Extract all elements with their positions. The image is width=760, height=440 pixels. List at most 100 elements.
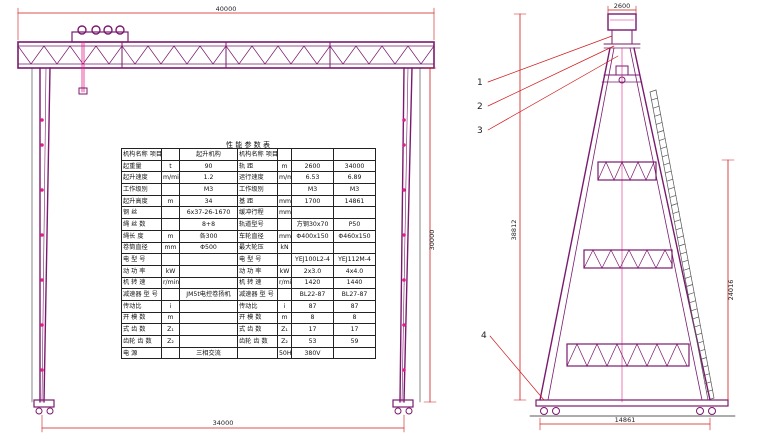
spec-table-title: 性 能 参 数 表 <box>226 141 270 149</box>
spec-cell: 87 <box>333 299 376 313</box>
spec-cell: 1.2 <box>179 171 238 185</box>
spec-row: 电 源三相交流50Hz380V <box>121 346 376 360</box>
spec-row: 机构名称 项目起升机构机构名称 项目 <box>121 148 376 161</box>
spec-cell <box>179 253 238 266</box>
callout-1: 1 <box>477 78 483 88</box>
spec-cell <box>179 299 238 313</box>
a-frame <box>539 47 711 403</box>
spec-cell: 6x37-26-1670 <box>179 206 238 220</box>
bracing-2 <box>583 249 673 269</box>
spec-cell <box>179 323 238 336</box>
spec-cell: mm <box>161 241 180 255</box>
spec-cell: r/min <box>161 276 180 290</box>
hoist-trolley <box>71 25 129 95</box>
spec-cell: 轨道型号 <box>237 218 278 231</box>
bracing-3 <box>566 343 690 367</box>
spec-cell: 式 齿 数 <box>121 323 162 336</box>
spec-cell: t <box>161 159 180 173</box>
bottom-span-label: 34000 <box>213 419 234 427</box>
spec-cell <box>161 218 180 231</box>
spec-cell: 2x3.0 <box>291 264 334 278</box>
spec-cell: BL27-87 <box>333 288 376 301</box>
spec-cell <box>237 346 278 360</box>
side-total-height-label: 38812 <box>510 220 518 241</box>
top-span-label: 40000 <box>216 5 237 13</box>
spec-cell: 最大轮压 <box>237 241 278 255</box>
spec-cell <box>333 206 376 220</box>
spec-cell: mm <box>277 206 292 220</box>
spec-cell: 缓冲行程 <box>237 206 278 220</box>
spec-cell: mm <box>277 229 292 243</box>
spec-cell: M3 <box>179 183 238 196</box>
spec-cell: 开 模 数 <box>121 311 162 325</box>
spec-cell: 卷筒直径 <box>121 241 162 255</box>
spec-cell: mm <box>277 194 292 208</box>
spec-cell: 1700 <box>291 194 334 208</box>
side-partial-height-label: 24016 <box>727 280 735 301</box>
spec-cell: 4x4.0 <box>333 264 376 278</box>
spec-cell: 基 距 <box>237 194 278 208</box>
spec-cell <box>333 346 376 360</box>
spec-cell: 各300 <box>179 229 238 243</box>
spec-cell: YEJ112M-4 <box>333 253 376 266</box>
spec-cell <box>179 276 238 290</box>
left-leg <box>31 67 55 415</box>
callout-2: 2 <box>477 102 483 112</box>
spec-cell: YEJ100L2-4 <box>291 253 334 266</box>
spec-cell: 绳长 度 <box>121 229 162 243</box>
spec-cell: BL22-87 <box>291 288 334 301</box>
callout-4: 4 <box>481 331 487 341</box>
right-leg <box>392 67 421 415</box>
spec-cell: 方钢30x70 <box>291 218 334 231</box>
spec-cell <box>179 335 238 348</box>
spec-cell <box>277 218 292 231</box>
spec-cell: 17 <box>333 323 376 336</box>
spec-cell: 开 模 数 <box>237 311 278 325</box>
spec-cell: 车轮直径 <box>237 229 278 243</box>
spec-cell: 机构名称 项目 <box>121 148 162 161</box>
spec-cell: 8 <box>333 311 376 325</box>
spec-cell <box>179 264 238 278</box>
spec-cell: Z₂ <box>277 335 292 348</box>
spec-cell: Z₁ <box>277 323 292 336</box>
spec-cell: m <box>161 194 180 208</box>
spec-cell: m/min <box>277 171 292 185</box>
spec-cell: 起重量 <box>121 159 162 173</box>
callout-2-leader <box>487 45 615 107</box>
spec-cell: 电 型 号 <box>121 253 162 266</box>
spec-cell: 机构名称 项目 <box>237 148 278 161</box>
spec-cell: kW <box>277 264 292 278</box>
spec-cell: 起升高度 <box>121 194 162 208</box>
spec-cell: 34000 <box>333 159 376 173</box>
side-base-label: 14861 <box>615 416 636 424</box>
spec-cell <box>277 288 292 301</box>
spec-cell: 运行速度 <box>237 171 278 185</box>
spec-cell: 式 齿 数 <box>237 323 278 336</box>
spec-cell: 起升机构 <box>179 148 238 161</box>
spec-cell: i <box>277 299 292 313</box>
spec-cell: 50Hz <box>277 346 292 360</box>
spec-cell: m <box>277 159 292 173</box>
spec-cell <box>291 148 334 161</box>
spec-cell: 钢 丝 <box>121 206 162 220</box>
spec-cell: m <box>161 229 180 243</box>
spec-cell: 动 功 率 <box>121 264 162 278</box>
spec-cell: Z₂ <box>161 335 180 348</box>
spec-cell: kW <box>161 264 180 278</box>
spec-cell: m <box>161 311 180 325</box>
spec-cell <box>161 346 180 360</box>
callout-3-leader <box>487 55 619 131</box>
spec-cell: m <box>277 311 292 325</box>
column-height-label: 30000 <box>428 230 436 251</box>
spec-cell <box>277 253 292 266</box>
